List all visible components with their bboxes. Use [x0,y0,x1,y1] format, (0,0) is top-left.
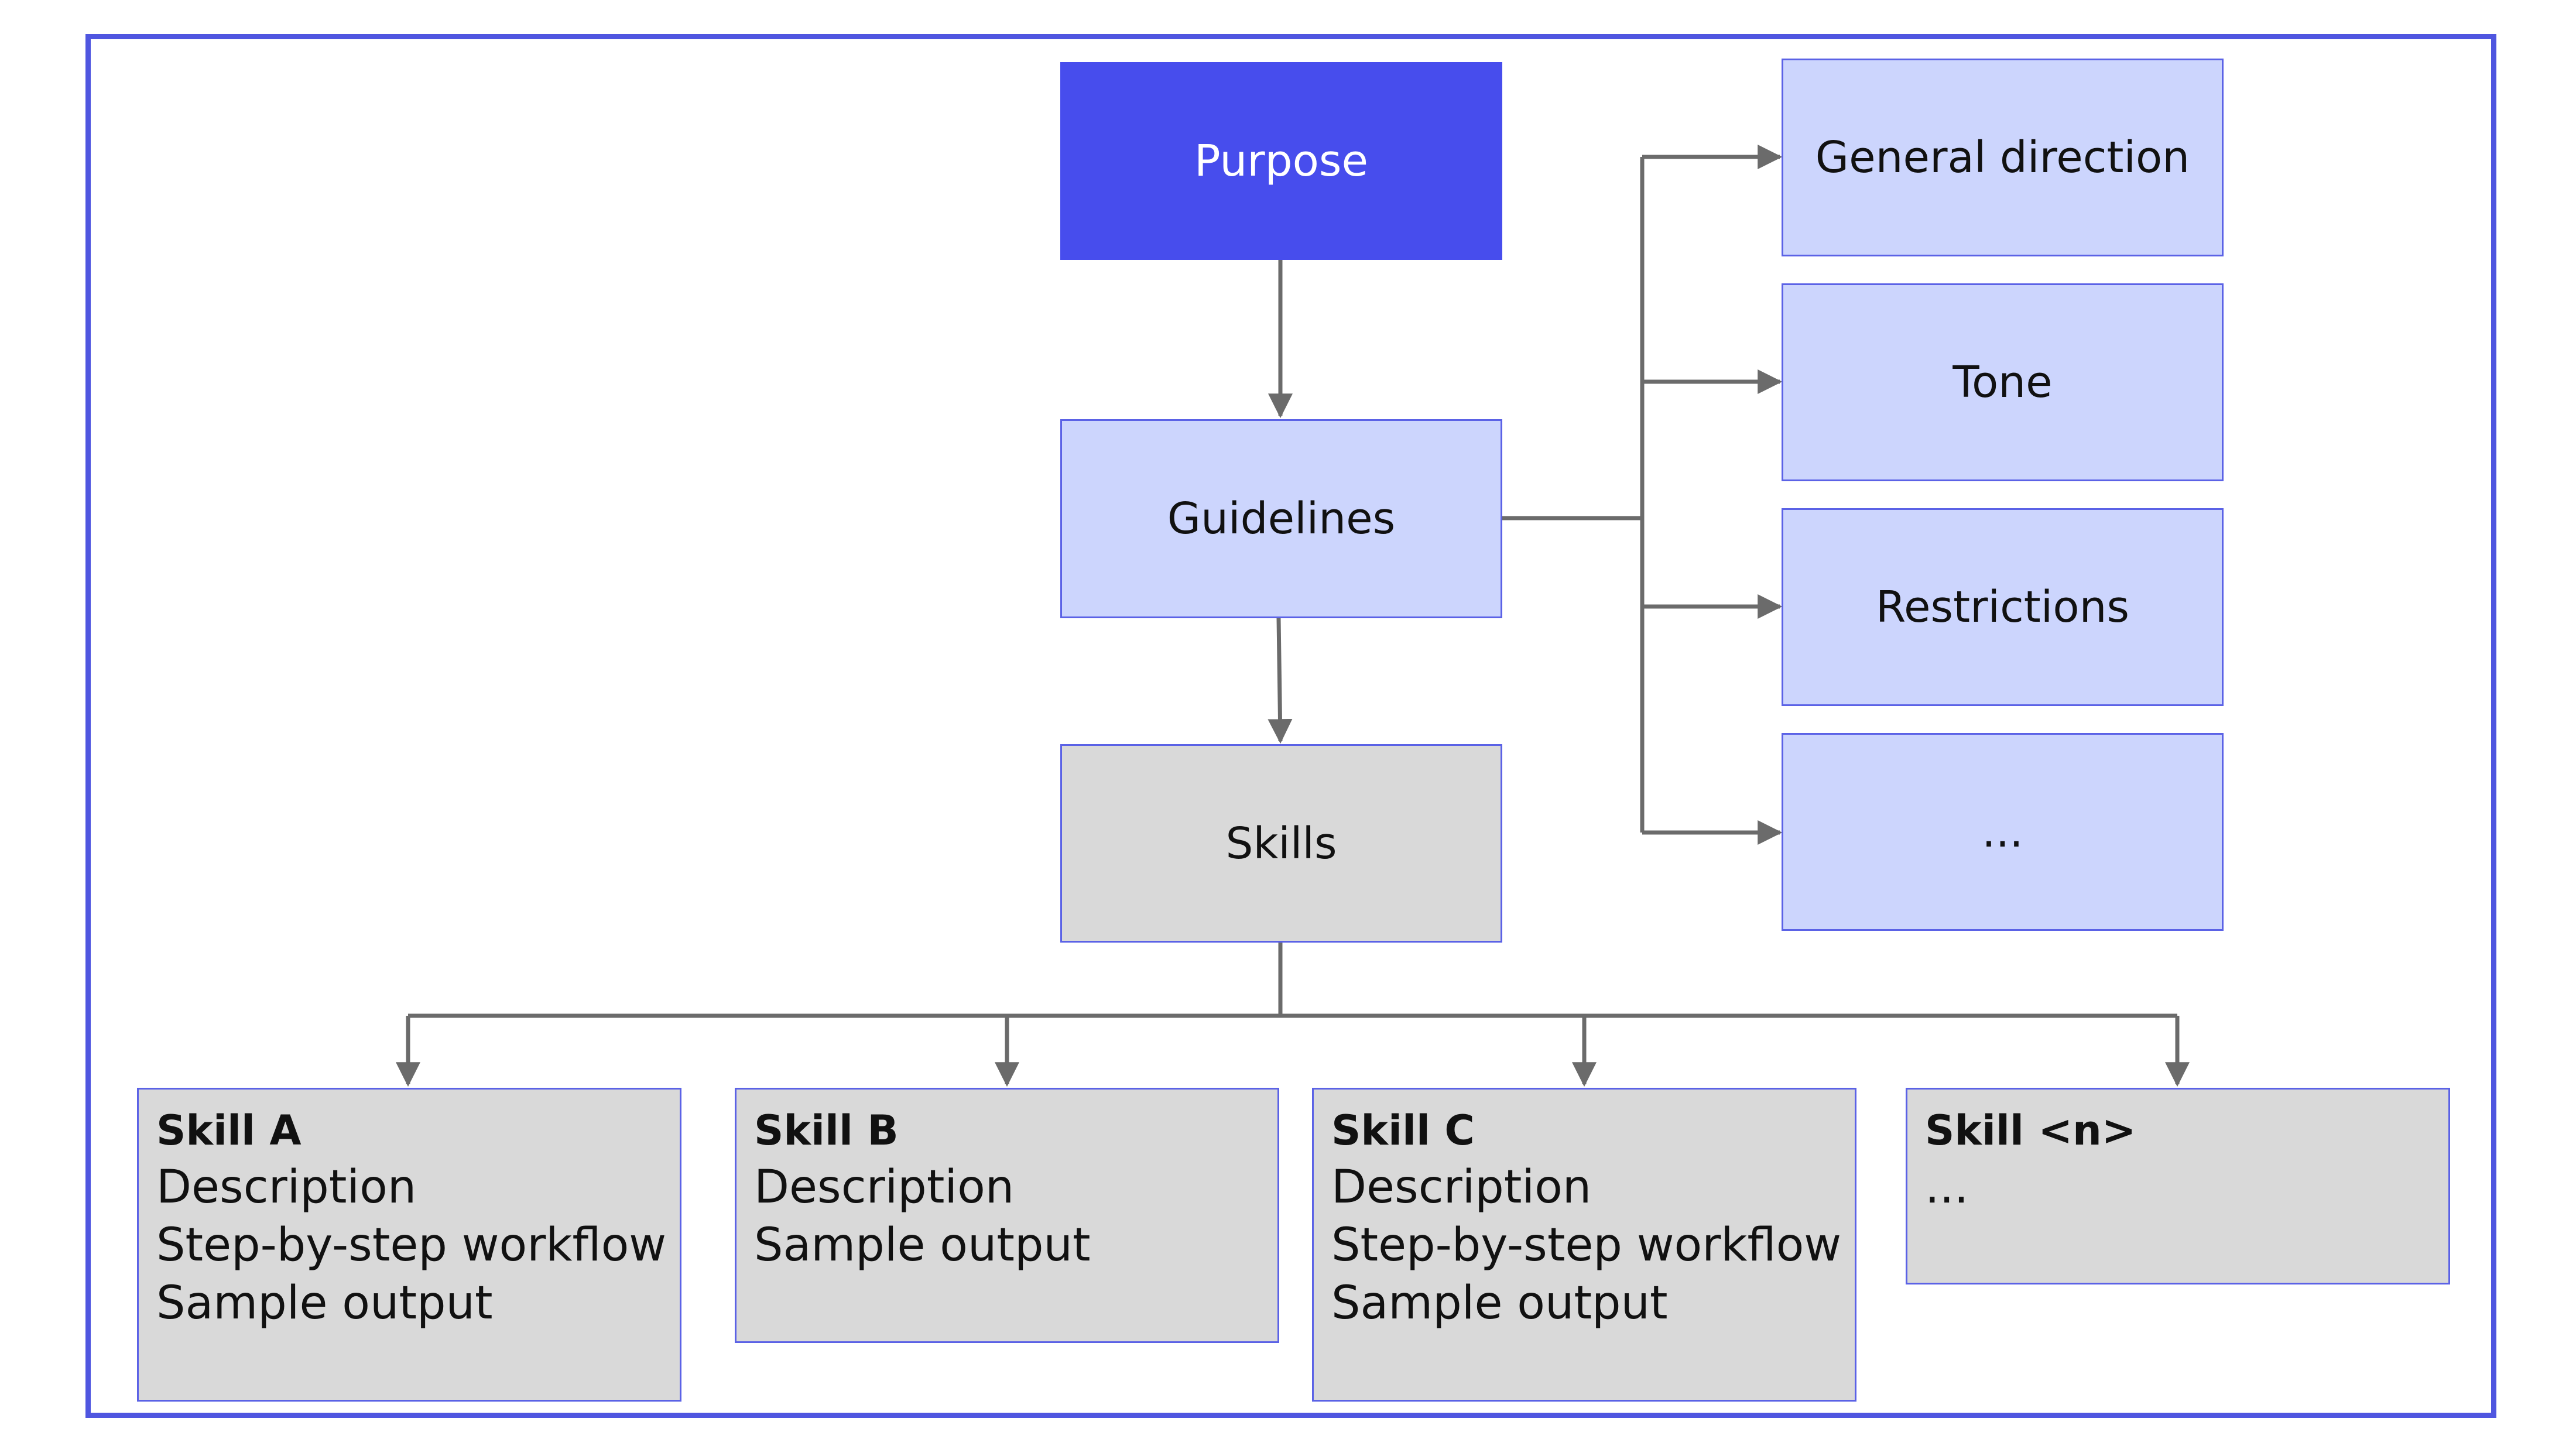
skill-a-sample-output: Sample output [156,1277,493,1330]
skill-c-sample-output: Sample output [1331,1277,1668,1330]
tone-label: Tone [1952,357,2053,407]
diagram-frame [85,34,2496,1418]
skill-c-workflow: Step-by-step workflow [1331,1219,1842,1272]
general-direction-node: General direction [1782,59,2224,256]
skill-c-title: Skill C [1331,1107,1475,1155]
guidelines-label: Guidelines [1167,494,1396,544]
general-direction-label: General direction [1815,132,2190,183]
skill-b-card: Skill B Description Sample output [735,1088,1279,1343]
skills-node: Skills [1060,744,1502,943]
skills-label: Skills [1225,818,1337,869]
connector-guidelines-skills [1268,618,1293,744]
more-guidelines-node: ... [1782,733,2224,931]
skill-c-card: Skill C Description Step-by-step workflo… [1312,1088,1856,1402]
guidelines-node: Guidelines [1060,419,1502,618]
skill-n-card: Skill <n> ... [1906,1088,2450,1284]
skill-n-title: Skill <n> [1925,1107,2136,1155]
skill-a-title: Skill A [156,1107,302,1155]
restrictions-label: Restrictions [1875,582,2130,632]
more-guidelines-label: ... [1982,807,2023,857]
skill-b-description: Description [754,1161,1015,1214]
skill-b-sample-output: Sample output [754,1219,1091,1272]
skill-a-card: Skill A Description Step-by-step workflo… [137,1088,681,1402]
skill-a-workflow: Step-by-step workflow [156,1219,667,1272]
restrictions-node: Restrictions [1782,508,2224,706]
purpose-label: Purpose [1194,136,1368,186]
skill-b-title: Skill B [754,1107,899,1155]
skill-n-ellipsis: ... [1925,1161,1969,1214]
purpose-node: Purpose [1060,62,1502,260]
skill-c-description: Description [1331,1161,1592,1214]
skill-a-description: Description [156,1161,417,1214]
tone-node: Tone [1782,283,2224,481]
